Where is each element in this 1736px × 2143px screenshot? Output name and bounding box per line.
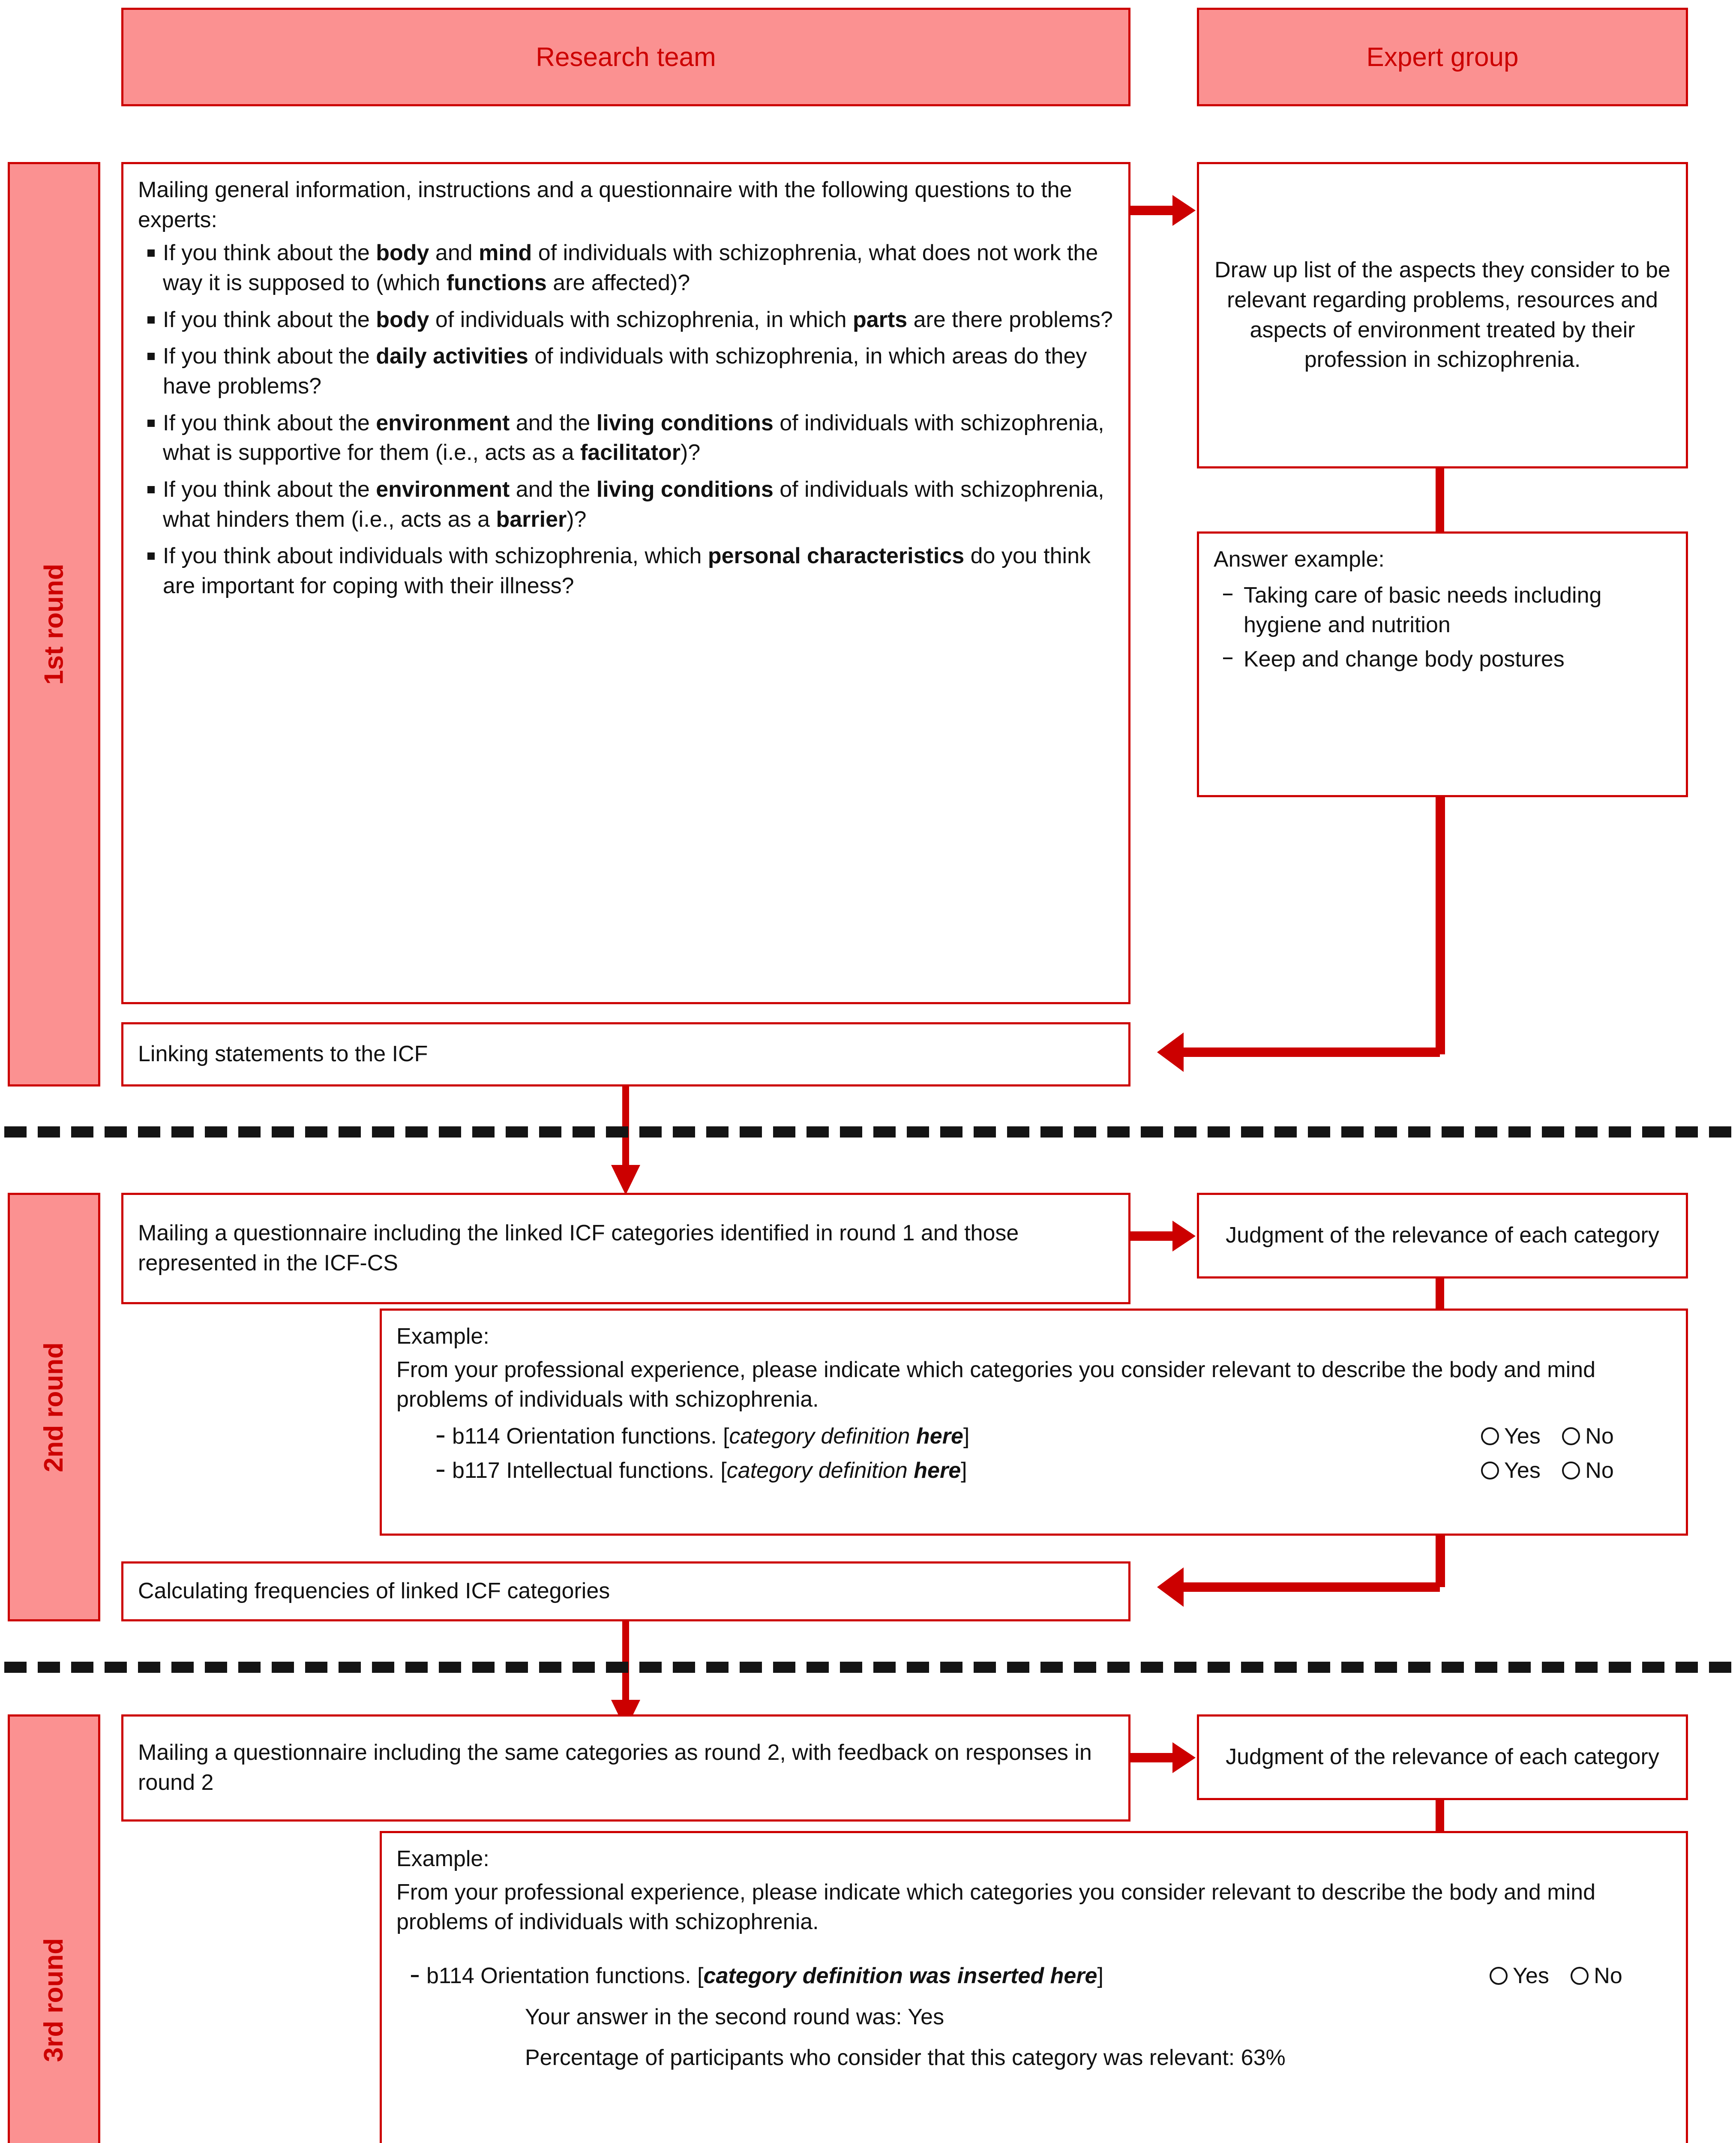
round2-radio-0-yes[interactable]: Yes: [1481, 1422, 1541, 1452]
radio-circle-icon[interactable]: [1490, 1967, 1508, 1985]
list-item: If you think about the body of individua…: [138, 305, 1114, 335]
round-tab-2: 2nd round: [8, 1193, 100, 1621]
connector-r2-to-judgment: [1130, 1231, 1173, 1241]
round3-example-title: Example:: [396, 1846, 489, 1871]
radio-circle-icon[interactable]: [1481, 1427, 1499, 1446]
connector-expert-task-to-answer: [1436, 468, 1444, 531]
arrow-right-icon: [1172, 1221, 1196, 1252]
round3-example-box: Example: From your professional experien…: [380, 1831, 1688, 2143]
round2-radio-0-no[interactable]: No: [1562, 1422, 1614, 1452]
round3-judgment-box: Judgment of the relevance of each catego…: [1197, 1714, 1688, 1800]
round3-mailing-text: Mailing a questionnaire including the sa…: [138, 1740, 1092, 1795]
connector-answer-down: [1436, 797, 1445, 1054]
section-divider-1: [4, 1126, 1731, 1138]
round-tab-2-label: 2nd round: [39, 1342, 69, 1472]
round3-mailing-box: Mailing a questionnaire including the sa…: [121, 1714, 1130, 1822]
arrow-left-icon: [1157, 1567, 1184, 1607]
round-tab-3-label: 3rd round: [39, 1938, 69, 2062]
arrow-down-icon: [611, 1165, 640, 1195]
round2-radio-1-no[interactable]: No: [1562, 1456, 1614, 1486]
connector-example-to-calculating-r2: [1183, 1582, 1440, 1592]
list-item: If you think about the daily activities …: [138, 342, 1114, 401]
header-expert-group: Expert group: [1197, 8, 1688, 106]
section-divider-2: [4, 1662, 1731, 1673]
round2-calculating-text: Calculating frequencies of linked ICF ca…: [138, 1579, 610, 1604]
connector-answer-to-linking: [1183, 1047, 1440, 1057]
round3-radio-no[interactable]: No: [1571, 1961, 1622, 1991]
round3-category-label: b114 Orientation functions. [category de…: [408, 1961, 1487, 1991]
round2-category-row: b117 Intellectual functions. [category d…: [396, 1456, 1671, 1486]
round1-expert-task-text: Draw up list of the aspects they conside…: [1214, 258, 1670, 372]
round3-radio-yes[interactable]: Yes: [1490, 1961, 1549, 1991]
round2-calculating-box: Calculating frequencies of linked ICF ca…: [121, 1561, 1130, 1621]
round2-category-row: b114 Orientation functions. [category de…: [396, 1422, 1671, 1452]
list-item: Taking care of basic needs including hyg…: [1214, 581, 1671, 640]
arrow-left-icon: [1157, 1032, 1184, 1072]
round1-expert-task-box: Draw up list of the aspects they conside…: [1197, 162, 1688, 468]
arrow-right-icon: [1172, 195, 1196, 226]
connector-r3-to-judgment: [1130, 1753, 1173, 1762]
round3-example-body: From your professional experience, pleas…: [396, 1879, 1595, 1935]
round2-mailing-box: Mailing a questionnaire including the li…: [121, 1193, 1130, 1304]
arrow-right-icon: [1172, 1742, 1196, 1773]
round1-mailing-box: Mailing general information, instruction…: [121, 162, 1130, 1004]
radio-circle-icon[interactable]: [1571, 1967, 1589, 1985]
radio-circle-icon[interactable]: [1562, 1461, 1580, 1480]
round2-judgment-text: Judgment of the relevance of each catego…: [1226, 1223, 1659, 1248]
connector-judgment-to-example-r3: [1436, 1800, 1444, 1832]
round2-example-box: Example: From your professional experien…: [380, 1309, 1688, 1536]
list-item: If you think about the environment and t…: [138, 475, 1114, 534]
round-tab-3: 3rd round: [8, 1714, 100, 2143]
round1-linking-text: Linking statements to the ICF: [138, 1041, 428, 1067]
round-tab-1-label: 1st round: [39, 564, 69, 685]
round2-example-title: Example:: [396, 1324, 489, 1349]
round-tab-1: 1st round: [8, 162, 100, 1087]
header-research-team-label: Research team: [536, 42, 716, 72]
list-item: If you think about individuals with schi…: [138, 541, 1114, 601]
round2-category-1-label: b117 Intellectual functions. [category d…: [433, 1456, 1478, 1486]
round1-question-list: If you think about the body and mind of …: [138, 238, 1114, 601]
round2-mailing-text: Mailing a questionnaire including the li…: [138, 1221, 1019, 1276]
round3-category-row: b114 Orientation functions. [category de…: [396, 1961, 1671, 1991]
list-item: If you think about the body and mind of …: [138, 238, 1114, 298]
round2-radio-1-yes[interactable]: Yes: [1481, 1456, 1541, 1486]
radio-circle-icon[interactable]: [1562, 1427, 1580, 1446]
list-item: Keep and change body postures: [1214, 645, 1671, 675]
round3-feedback-percentage: Percentage of participants who consider …: [525, 2045, 1286, 2071]
connector-r1-to-expert: [1130, 206, 1173, 215]
round1-linking-box: Linking statements to the ICF: [121, 1022, 1130, 1087]
list-item: If you think about the environment and t…: [138, 408, 1114, 468]
connector-judgment-to-example: [1436, 1279, 1444, 1309]
round1-answer-example-box: Answer example: Taking care of basic nee…: [1197, 531, 1688, 797]
round2-example-body: From your professional experience, pleas…: [396, 1357, 1595, 1412]
round1-answer-example-list: Taking care of basic needs including hyg…: [1214, 581, 1671, 675]
round1-intro-text: Mailing general information, instruction…: [138, 177, 1072, 232]
round3-feedback-answer: Your answer in the second round was: Yes: [525, 2004, 944, 2029]
connector-example-down-r2: [1436, 1536, 1445, 1587]
round3-judgment-text: Judgment of the relevance of each catego…: [1226, 1744, 1659, 1770]
radio-circle-icon[interactable]: [1481, 1461, 1499, 1480]
header-expert-group-label: Expert group: [1366, 42, 1519, 72]
round2-category-0-label: b114 Orientation functions. [category de…: [433, 1422, 1478, 1452]
round1-answer-example-title: Answer example:: [1214, 547, 1385, 572]
round2-judgment-box: Judgment of the relevance of each catego…: [1197, 1193, 1688, 1279]
header-research-team: Research team: [121, 8, 1130, 106]
